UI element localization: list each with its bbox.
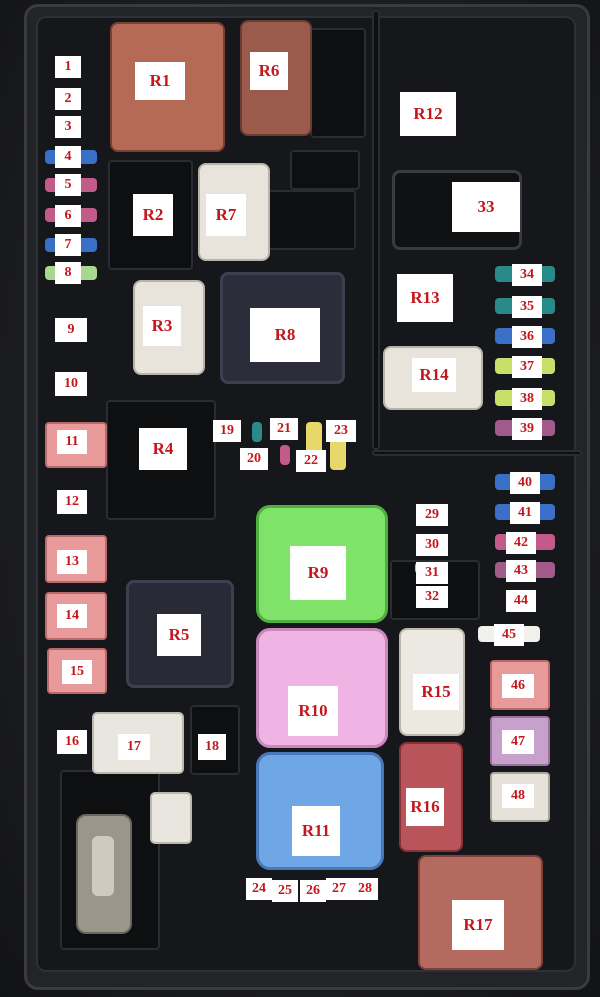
label-f7: 7	[55, 234, 81, 256]
label-r16: R16	[406, 788, 444, 826]
label-r7: R7	[206, 194, 246, 236]
label-f31: 31	[416, 562, 448, 584]
label-f29: 29	[416, 504, 448, 526]
label-r4: R4	[139, 428, 187, 470]
label-r3: R3	[143, 306, 181, 346]
label-f18: 18	[198, 734, 226, 760]
label-f48: 48	[502, 784, 534, 808]
label-f26: 26	[300, 880, 326, 902]
label-r13: R13	[397, 274, 453, 322]
label-f41: 41	[510, 502, 540, 524]
label-f11: 11	[57, 430, 87, 454]
label-f21: 21	[270, 418, 298, 440]
label-f38: 38	[512, 388, 542, 410]
label-f14: 14	[57, 604, 87, 628]
label-f1: 1	[55, 56, 81, 78]
label-f37: 37	[512, 356, 542, 378]
label-f8: 8	[55, 262, 81, 284]
label-r14: R14	[412, 358, 456, 392]
label-f4: 4	[55, 146, 81, 168]
label-f42: 42	[506, 532, 536, 554]
label-r8: R8	[250, 308, 320, 362]
fuse-15-body	[47, 648, 107, 694]
label-f5: 5	[55, 174, 81, 196]
fuse-21-body	[252, 422, 262, 442]
fuse-22-body	[280, 445, 290, 465]
label-33: 33	[452, 182, 520, 232]
label-f6: 6	[55, 205, 81, 227]
relay-r14	[383, 346, 483, 410]
label-r6: R6	[250, 52, 288, 90]
label-r10: R10	[288, 686, 338, 736]
label-f47: 47	[502, 730, 534, 754]
label-f9: 9	[55, 318, 87, 342]
label-r11: R11	[292, 806, 340, 856]
label-f17: 17	[118, 734, 150, 760]
label-f16: 16	[57, 730, 87, 754]
label-r17: R17	[452, 900, 504, 950]
label-f30: 30	[416, 534, 448, 556]
label-f25: 25	[272, 880, 298, 902]
connector-clip	[150, 792, 192, 844]
label-r2: R2	[133, 194, 173, 236]
label-f19: 19	[213, 420, 241, 442]
label-f44: 44	[506, 590, 536, 612]
label-f35: 35	[512, 296, 542, 318]
label-f43: 43	[506, 560, 536, 582]
connector-block	[310, 28, 366, 138]
label-f45: 45	[494, 624, 524, 646]
label-f23: 23	[326, 420, 356, 442]
fuse-14-body	[45, 592, 107, 640]
label-f27: 27	[326, 878, 352, 900]
label-f20: 20	[240, 448, 268, 470]
relay-r17	[418, 855, 543, 970]
label-f10: 10	[55, 372, 87, 396]
label-f28: 28	[352, 878, 378, 900]
label-r5: R5	[157, 614, 201, 656]
label-r12: R12	[400, 92, 456, 136]
label-f15: 15	[62, 660, 92, 684]
label-f13: 13	[57, 550, 87, 574]
label-f22: 22	[296, 450, 326, 472]
label-f39: 39	[512, 418, 542, 440]
label-f32: 32	[416, 586, 448, 608]
label-f40: 40	[510, 472, 540, 494]
label-r9: R9	[290, 546, 346, 600]
label-f3: 3	[55, 116, 81, 138]
divider-wall	[372, 450, 582, 456]
divider-wall	[372, 10, 380, 450]
bolt-nut	[92, 836, 114, 896]
connector-block	[290, 150, 360, 190]
label-f36: 36	[512, 326, 542, 348]
label-f12: 12	[57, 490, 87, 514]
label-r1: R1	[135, 62, 185, 100]
label-f24: 24	[246, 878, 272, 900]
label-f46: 46	[502, 674, 534, 698]
label-f2: 2	[55, 88, 81, 110]
label-f34: 34	[512, 264, 542, 286]
label-r15: R15	[413, 674, 459, 710]
